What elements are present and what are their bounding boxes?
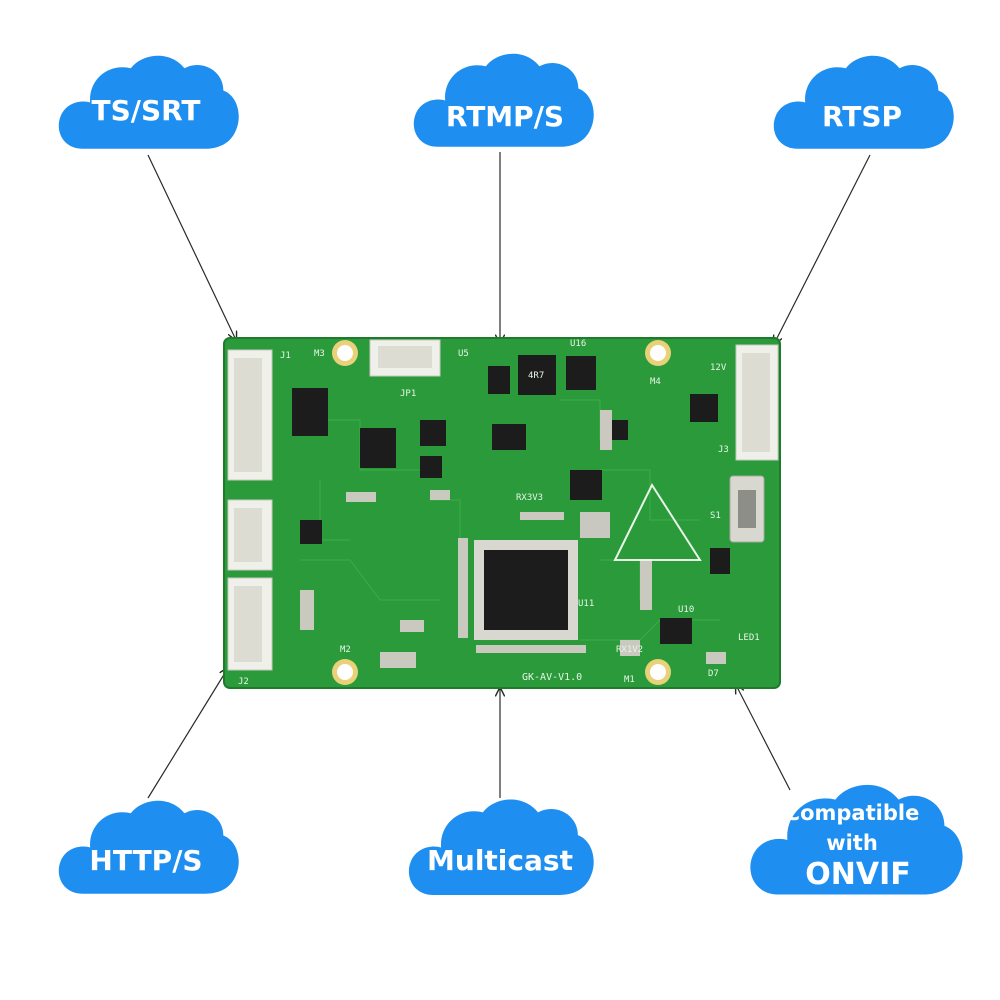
cloud-onvif: Compatible with ONVIF: [750, 784, 963, 895]
label-m3: M3: [314, 349, 325, 359]
board-logo: [613, 482, 702, 561]
main-soc-chip: [474, 540, 578, 640]
label-j2: J2: [238, 677, 249, 687]
connector-arrows: [147, 152, 871, 799]
board-model-label: GK-AV-V1.0: [522, 672, 582, 683]
cloud-ts-srt: TS/SRT: [58, 55, 239, 149]
label-rx3v3: RX3V3: [516, 493, 543, 503]
label-led1: LED1: [738, 633, 760, 643]
mounting-holes: [332, 340, 671, 685]
cloud-ts-srt-label: TS/SRT: [91, 94, 200, 127]
cloud-onvif-line1: Compatible: [785, 801, 920, 825]
label-m4: M4: [650, 377, 661, 387]
label-u11: U11: [578, 599, 594, 609]
pcb-board: J1 M3 U5 U16 M4 12V J3 JP1 4R7 RX3V3 S1 …: [223, 337, 781, 689]
cloud-multicast: Multicast: [408, 799, 594, 895]
label-m2: M2: [340, 645, 351, 655]
connector-j3: [735, 344, 779, 461]
arrow-ts-srt: [147, 154, 236, 340]
arrow-onvif: [736, 685, 791, 791]
label-u5: U5: [458, 349, 469, 359]
cloud-http-s: HTTP/S: [58, 800, 239, 894]
chips: [292, 355, 730, 644]
arrow-rtsp: [774, 154, 871, 344]
smd-components: [300, 410, 726, 668]
cloud-rtmp-s: RTMP/S: [413, 53, 594, 147]
arrow-http-s: [147, 668, 228, 799]
connector-j2: [227, 577, 273, 671]
label-m1: M1: [624, 675, 635, 685]
label-j3: J3: [718, 445, 729, 455]
label-4r7: 4R7: [528, 371, 544, 381]
cloud-onvif-line3: ONVIF: [805, 857, 910, 892]
label-u10: U10: [678, 605, 694, 615]
connector-top: [369, 339, 441, 377]
cloud-rtmp-s-label: RTMP/S: [446, 100, 564, 133]
cloud-onvif-line2: with: [826, 831, 878, 855]
cloud-multicast-label: Multicast: [427, 844, 573, 877]
label-j1: J1: [280, 351, 291, 361]
label-12v: 12V: [710, 363, 727, 373]
cloud-http-s-label: HTTP/S: [89, 844, 202, 877]
connector-j1: [227, 349, 273, 571]
switch-s1: [729, 475, 765, 543]
label-s1: S1: [710, 511, 721, 521]
label-rx1v2: RX1V2: [616, 645, 643, 655]
silkscreen-labels: J1 M3 U5 U16 M4 12V J3 JP1 4R7 RX3V3 S1 …: [238, 339, 760, 687]
label-u16: U16: [570, 339, 586, 349]
label-d7: D7: [708, 669, 719, 679]
cloud-rtsp-label: RTSP: [822, 100, 902, 133]
label-jp1: JP1: [400, 389, 416, 399]
cloud-rtsp: RTSP: [773, 55, 954, 149]
